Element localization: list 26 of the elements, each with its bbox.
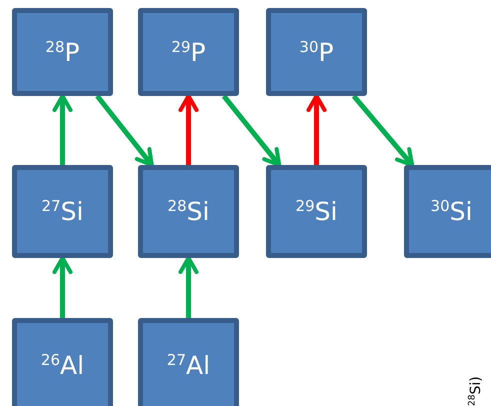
- isotope-box: [138, 318, 239, 406]
- isotope-box: [404, 165, 491, 258]
- arrow: [352, 94, 414, 167]
- isotope-label: $^{30}$Si: [430, 197, 472, 226]
- isotope-label: $^{29}$P: [171, 38, 206, 66]
- isotope-box: [138, 165, 239, 258]
- isotope-label: $^{28}$Si: [168, 197, 210, 226]
- arrow: [306, 94, 326, 165]
- isotope-label: $^{27}$Si: [42, 197, 84, 226]
- isotope-box: [138, 8, 239, 96]
- arrow: [178, 94, 198, 165]
- isotope-box: [266, 165, 367, 258]
- isotope-label: $^{28}$P: [45, 38, 80, 66]
- isotope-label: $^{27}$Al: [166, 351, 210, 380]
- isotope-box: [12, 8, 113, 96]
- arrow: [178, 256, 198, 318]
- isotope-label: $^{26}$Al: [40, 351, 84, 380]
- isotope-box: [12, 165, 113, 258]
- arrow: [52, 94, 72, 165]
- isotope-label: $^{29}$Si: [296, 197, 338, 226]
- arrow: [95, 94, 154, 167]
- arrow: [52, 256, 72, 318]
- arrow: [222, 94, 282, 167]
- isotope-box: [12, 318, 113, 406]
- isotope-box: [266, 8, 367, 96]
- isotope-label: $^{30}$P: [299, 38, 334, 66]
